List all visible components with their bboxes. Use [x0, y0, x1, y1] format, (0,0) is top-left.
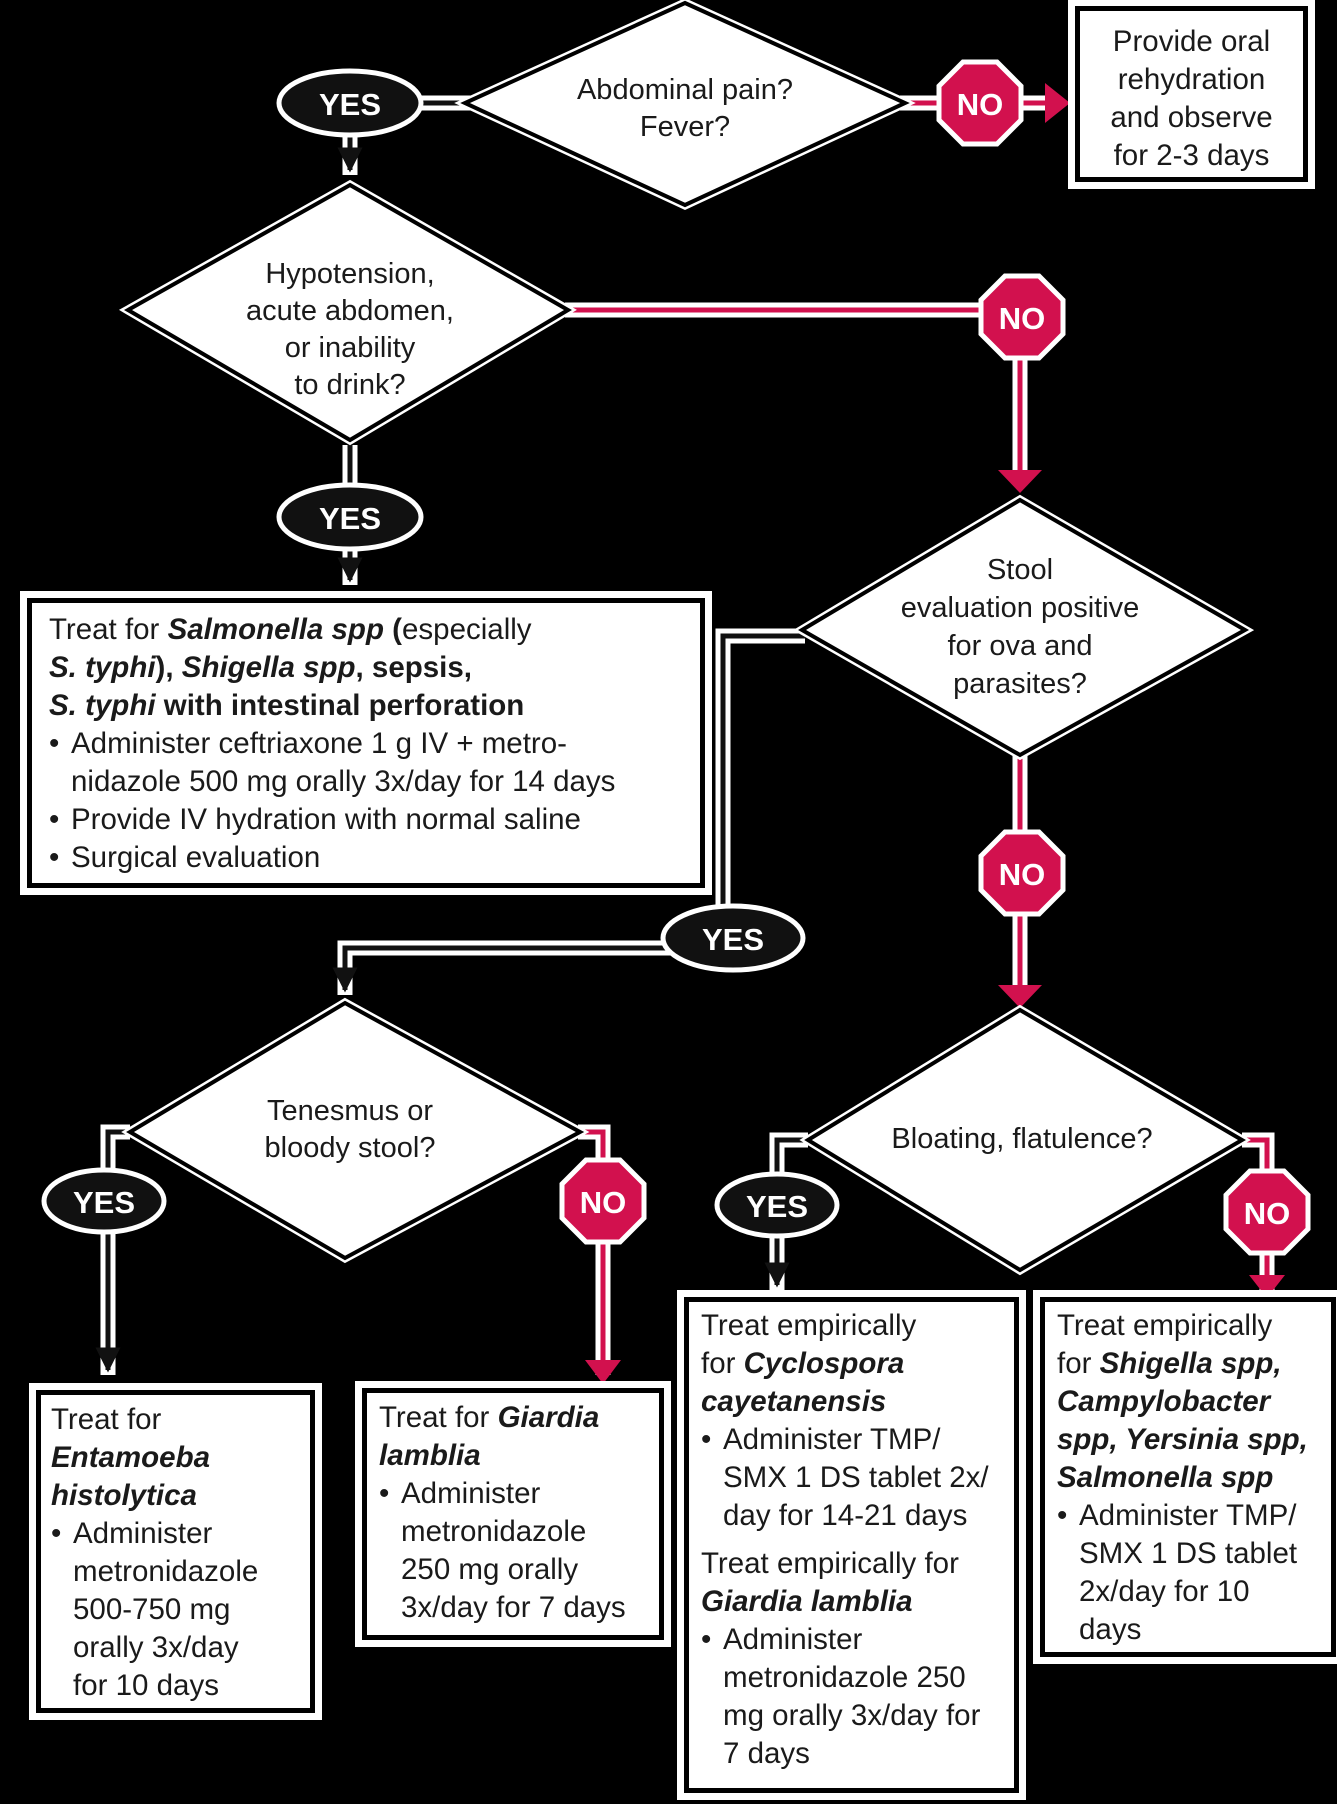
svg-text:NO: NO: [999, 301, 1046, 336]
decision-text: acute abdomen,: [246, 295, 454, 327]
outcome-giardia-treatment: Treat for Giardia lamblia Administermetr…: [355, 1381, 671, 1647]
arrowhead-no: [585, 1360, 621, 1384]
outcome-line: Provide oral: [1112, 25, 1271, 58]
outcome-oral-rehydration: Provide oral rehydration and observe for…: [1068, 0, 1315, 189]
treatment-heading: cayetanensis: [701, 1385, 887, 1418]
no-badge: NO: [978, 273, 1066, 361]
svg-text:NO: NO: [957, 87, 1004, 122]
treatment-heading: Entamoeba: [51, 1441, 211, 1474]
treatment-heading: Salmonella spp: [1057, 1461, 1274, 1494]
yes-badge: YES: [276, 68, 424, 138]
outcome-cyclospora-treatment: Treat empirically for Cyclospora cayetan…: [677, 1290, 1026, 1800]
svg-text:YES: YES: [746, 1189, 808, 1224]
svg-text:YES: YES: [319, 87, 381, 122]
outcome-salmonella-treatment: Treat for Salmonella spp (especially S. …: [20, 591, 712, 895]
arrowhead-no: [998, 470, 1042, 493]
treatment-list: Administer ceftriaxone 1 g IV + metro-ni…: [49, 725, 700, 877]
decision-text: parasites?: [953, 668, 1087, 700]
decision-diamond-tenesmus: Tenesmus or bloody stool?: [121, 997, 590, 1264]
no-badge: NO: [936, 59, 1024, 147]
decision-text: Stool: [987, 554, 1053, 586]
decision-text: Bloating, flatulence?: [891, 1123, 1152, 1155]
treatment-heading: Giardia lamblia: [701, 1585, 913, 1618]
arrowhead-no: [998, 985, 1042, 1008]
treatment-heading: histolytica: [51, 1479, 197, 1512]
treatment-list: Administer TMP/SMX 1 DS tablet 2x/day fo…: [701, 1421, 1014, 1535]
decision-text: or inability: [285, 332, 416, 364]
yes-badge: YES: [714, 1171, 840, 1239]
treatment-heading: Treat empirically: [701, 1309, 917, 1342]
no-arrowheads: [585, 83, 1285, 1384]
no-badge: NO: [1223, 1168, 1311, 1256]
yes-badge: YES: [41, 1167, 167, 1235]
outcome-shigella-treatment: Treat empirically for Shigella spp, Camp…: [1033, 1290, 1337, 1664]
decision-text: evaluation positive: [901, 592, 1140, 624]
decision-diamond-bloating: Bloating, flatulence?: [799, 1004, 1251, 1276]
treatment-heading: S. typhi with intestinal perforation: [49, 689, 525, 722]
outcome-line: rehydration: [1117, 63, 1266, 96]
decision-text: Tenesmus or: [267, 1095, 433, 1127]
svg-text:YES: YES: [73, 1185, 135, 1220]
no-badge: NO: [978, 829, 1066, 917]
decision-text: Abdominal pain?: [577, 74, 793, 106]
decision-text: Hypotension,: [265, 258, 434, 290]
decision-text: to drink?: [294, 369, 405, 401]
decision-diamond-abdominal-pain: Abdominal pain? Fever?: [454, 0, 916, 210]
treatment-heading: S. typhi), Shigella spp, sepsis,: [49, 651, 472, 684]
treatment-heading: lamblia: [379, 1439, 481, 1472]
decision-text: bloody stool?: [265, 1132, 436, 1164]
treatment-heading: for Shigella spp,: [1057, 1347, 1282, 1380]
yes-badge: YES: [660, 903, 806, 973]
arrowhead-no: [1249, 1275, 1285, 1298]
decision-text: Fever?: [640, 111, 730, 143]
treatment-heading: Treat for Salmonella spp (especially: [49, 613, 532, 646]
svg-text:NO: NO: [999, 857, 1046, 892]
treatment-heading: Treat empirically: [1057, 1309, 1273, 1342]
treatment-heading: for Cyclospora: [701, 1347, 905, 1380]
decision-diamond-hypotension: Hypotension, acute abdomen, or inability…: [118, 179, 577, 446]
svg-text:YES: YES: [319, 501, 381, 536]
yes-badge: YES: [276, 482, 424, 552]
treatment-item: Administer ceftriaxone 1 g IV + metro-ni…: [49, 725, 700, 801]
svg-text:NO: NO: [580, 1185, 627, 1220]
treatment-heading: Campylobacter: [1057, 1385, 1271, 1418]
outcome-line: and observe: [1110, 101, 1273, 134]
svg-text:NO: NO: [1244, 1196, 1291, 1231]
treatment-heading: spp, Yersinia spp,: [1057, 1423, 1308, 1456]
no-badge: NO: [559, 1157, 647, 1245]
decision-diamond-stool-evaluation: Stool evaluation positive for ova and pa…: [793, 494, 1255, 761]
treatment-item: Provide IV hydration with normal saline: [49, 801, 700, 839]
treatment-heading: Treat for: [51, 1403, 162, 1436]
decision-text: for ova and: [947, 630, 1092, 662]
arrowhead-no: [1045, 83, 1070, 123]
outcome-line: for 2-3 days: [1113, 139, 1270, 172]
treatment-heading: Treat empirically for: [701, 1547, 959, 1580]
outcome-entamoeba-treatment: Treat for Entamoeba histolytica Administ…: [29, 1383, 322, 1720]
treatment-item: Surgical evaluation: [49, 839, 700, 877]
treatment-heading: Treat for Giardia: [379, 1401, 600, 1434]
treatment-item: Administer TMP/SMX 1 DS tablet 2x/day fo…: [701, 1421, 1014, 1535]
svg-text:YES: YES: [702, 922, 764, 957]
